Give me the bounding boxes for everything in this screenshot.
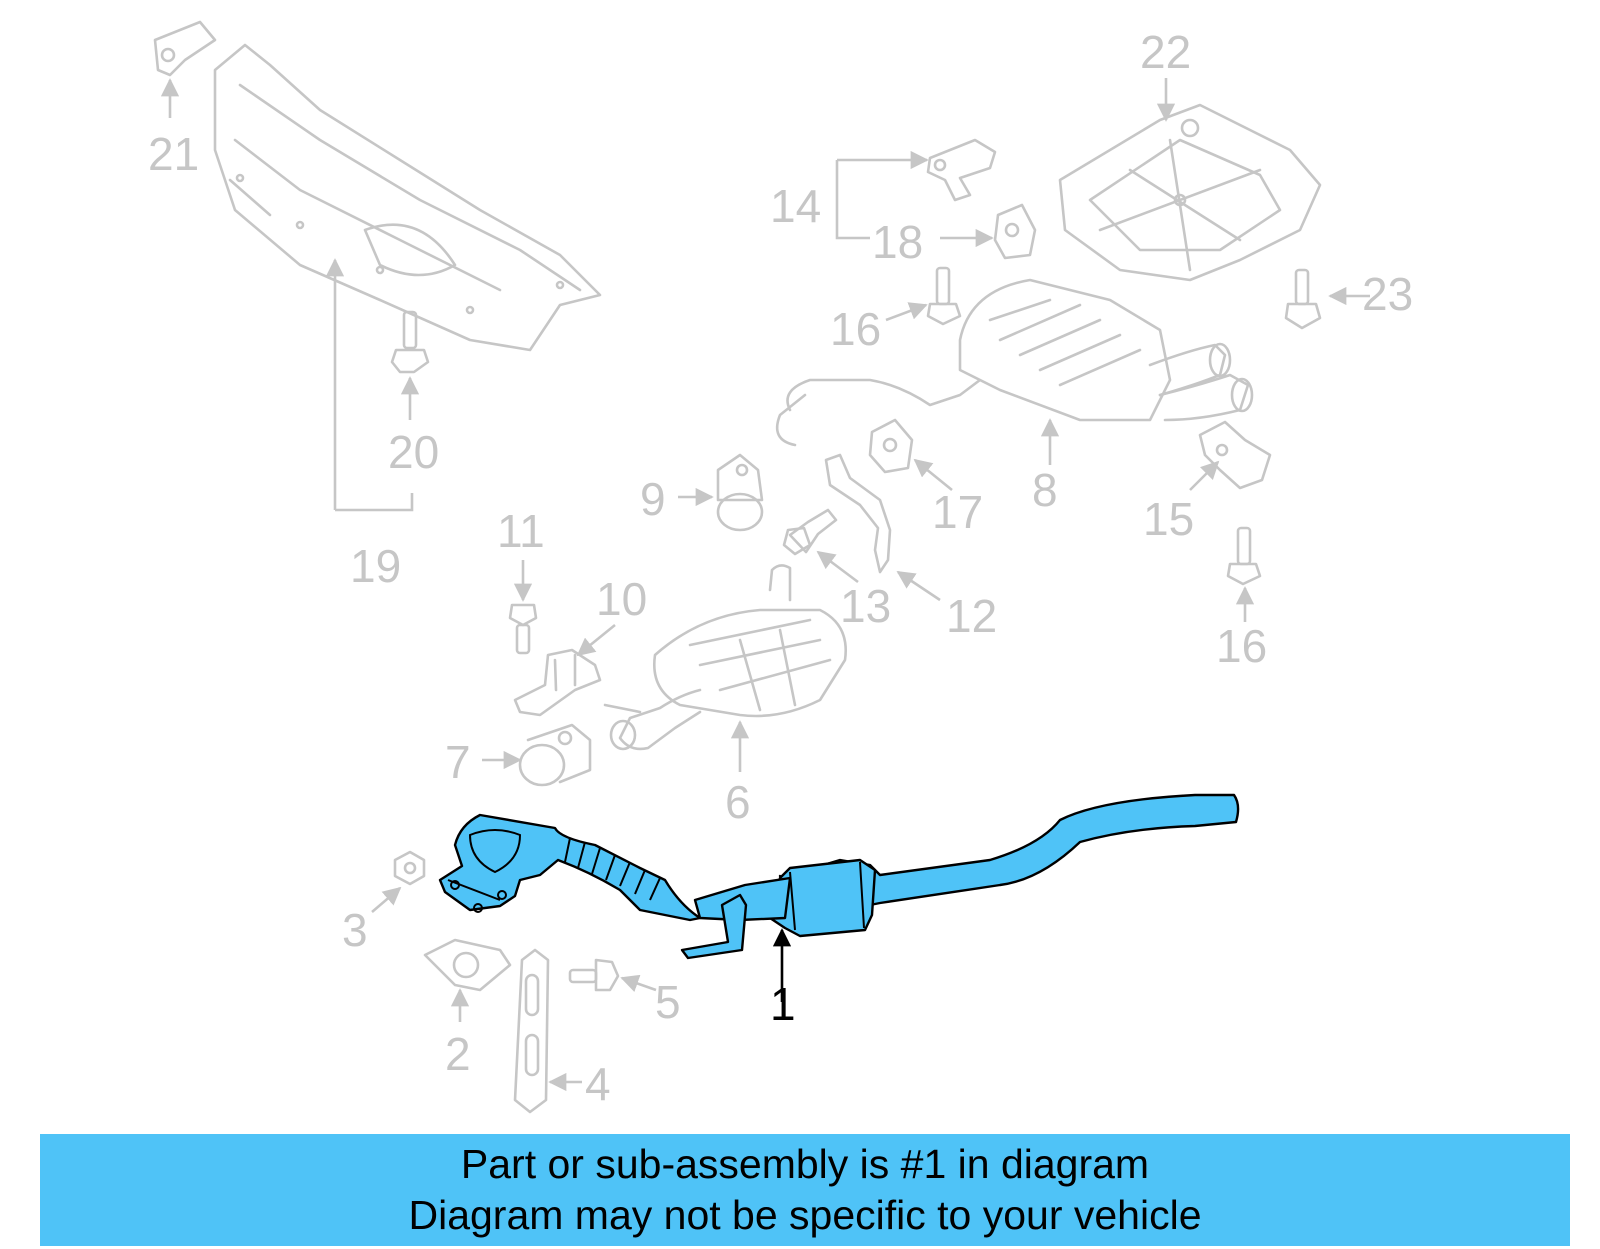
part-7-clamp	[482, 723, 592, 787]
part-21-bracket	[153, 20, 217, 118]
part-20-bolt	[390, 310, 430, 420]
callout-2: 2	[445, 1028, 471, 1080]
part-23-bolt	[1284, 268, 1370, 330]
callout-20: 20	[388, 426, 439, 478]
callout-10: 10	[596, 573, 647, 625]
banner-line-1: Part or sub-assembly is #1 in diagram	[460, 1141, 1150, 1187]
part-3-nut	[371, 850, 426, 913]
part-18-rubber-mount	[940, 203, 1037, 260]
callout-6: 6	[725, 776, 751, 828]
part-16-bolt-right	[1226, 526, 1262, 622]
part-10-bracket	[513, 623, 616, 717]
callout-1: 1	[770, 978, 796, 1030]
callout-23: 23	[1362, 268, 1413, 320]
banner-line-2: Diagram may not be specific to your vehi…	[408, 1192, 1202, 1238]
part-9-clamp	[678, 453, 764, 532]
callout-21: 21	[148, 128, 199, 180]
part-5-bolt	[568, 958, 657, 993]
callout-19: 19	[350, 540, 401, 592]
callout-14: 14	[770, 180, 821, 232]
callout-15: 15	[1143, 493, 1194, 545]
part-19-heat-shield	[213, 43, 602, 512]
part-8-rear-muffler	[775, 278, 1254, 465]
callout-13: 13	[840, 580, 891, 632]
callout-22: 22	[1140, 26, 1191, 78]
part-14-hanger-bracket	[835, 138, 997, 240]
callout-16-right: 16	[1216, 620, 1267, 672]
part-11-bolt	[508, 560, 538, 655]
callout-9: 9	[640, 473, 666, 525]
part-17-rubber-mount	[868, 418, 953, 492]
info-banner: Part or sub-assembly is #1 in diagram Di…	[40, 1134, 1570, 1246]
callout-11: 11	[497, 505, 545, 557]
part-22-cover-plate	[1058, 78, 1322, 282]
callout-3: 3	[342, 904, 368, 956]
callout-12: 12	[946, 590, 997, 642]
callout-17: 17	[932, 486, 983, 538]
part-13-bolt	[782, 508, 859, 584]
part-1-catalytic-converter-assembly	[438, 793, 1240, 1002]
callout-5: 5	[655, 976, 681, 1028]
callout-18: 18	[872, 216, 923, 268]
part-2-gasket	[423, 938, 512, 1022]
callout-16-top: 16	[830, 303, 881, 355]
part-12-hanger	[824, 453, 941, 602]
callout-7: 7	[445, 736, 471, 788]
part-6-center-muffler	[603, 564, 847, 772]
callout-8: 8	[1032, 464, 1058, 516]
callout-4: 4	[585, 1058, 611, 1110]
part-4-bracket	[513, 948, 582, 1114]
part-15-bracket	[1189, 420, 1272, 491]
part-16-bolt-top	[885, 266, 962, 326]
